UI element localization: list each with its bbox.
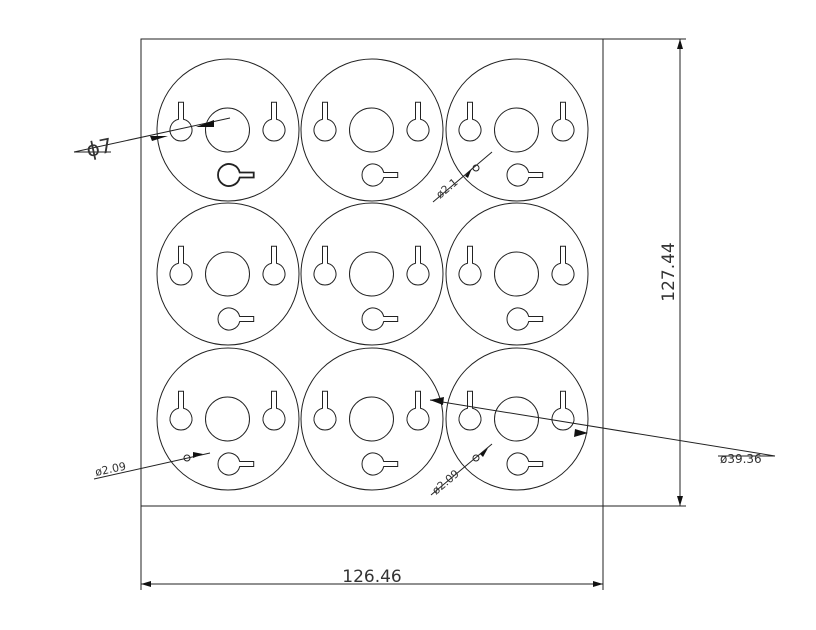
unit-r2-c2-key-bottom [361, 307, 399, 331]
small-hole-a-arrow [465, 168, 472, 178]
unit-r3-c2-keyhole-left [313, 390, 337, 431]
unit-r3-c1-outline [156, 347, 300, 491]
unit-r3-c2-key-bottom [361, 452, 399, 476]
unit-r3-c1-keyhole-left [169, 390, 193, 431]
small-hole-c [472, 454, 480, 462]
unit-r3-c2-outline [300, 347, 444, 491]
plate-outline [140, 38, 604, 507]
unit-r1-c3-center-hole [494, 107, 539, 153]
unit-r3-c3-keyhole-left [458, 390, 482, 431]
width-dimension: 126.46 [140, 506, 604, 590]
unit-r2-c1-keyhole-left [169, 245, 193, 286]
unit-r3-c2-center-hole [349, 396, 394, 442]
small-hole-c-arrow [480, 448, 488, 457]
unit-r1-c2-keyhole-right [406, 101, 430, 142]
large-circle-arrow-right [574, 429, 588, 437]
unit-r2-c3-center-hole [494, 251, 539, 297]
unit-r2-c1-keyhole-right [262, 245, 286, 286]
unit-r1-c1-center-hole [205, 107, 250, 153]
unit-r3-c3-center-hole [494, 396, 539, 442]
center-hole-arrow-2 [196, 120, 214, 127]
small-hole-callout-a: ø2.1 [432, 151, 493, 203]
large-circle-label: ø39.36 [720, 452, 762, 466]
small-hole-a [472, 164, 480, 172]
height-dimension: 127.44 [603, 38, 686, 507]
unit-r1-c2-center-hole [349, 107, 394, 153]
unit-r1-c2-key-bottom [361, 163, 399, 187]
unit-r3-c3-key-bottom [506, 452, 544, 476]
unit-r2-c3-outline [445, 202, 589, 346]
unit-r3-c1-keyhole-right [262, 390, 286, 431]
unit-r1-c1-key-bottom [217, 163, 255, 187]
unit-r2-c2-outline [300, 202, 444, 346]
small-hole-a-label: ø2.1 [434, 176, 461, 202]
unit-r2-c1-center-hole [205, 251, 250, 297]
large-circle-arrow-left [430, 397, 444, 405]
unit-r1-c2-keyhole-left [313, 101, 337, 142]
small-hole-c-label: ø2.09 [430, 467, 462, 497]
unit-r1-c1-keyhole-left [169, 101, 193, 142]
unit-r1-c3-keyhole-right [551, 101, 575, 142]
unit-r2-c2-keyhole-left [313, 245, 337, 286]
unit-r2-c1-key-bottom [217, 307, 255, 331]
small-hole-c-leader [430, 443, 493, 496]
unit-r3-c3-outline [445, 347, 589, 491]
unit-r3-c1-key-bottom [217, 452, 255, 476]
unit-r2-c3-keyhole-right [551, 245, 575, 286]
unit-r2-c3-key-bottom [506, 307, 544, 331]
center-hole-arrow-1 [150, 136, 168, 141]
unit-r2-c2-center-hole [349, 251, 394, 297]
unit-r1-c3-key-bottom [506, 163, 544, 187]
unit-r1-c3-outline [445, 58, 589, 202]
unit-r1-c3-keyhole-left [458, 101, 482, 142]
unit-r1-c2-outline [300, 58, 444, 202]
small-hole-b-arrow [193, 452, 203, 458]
small-hole-b-label: ø2.09 [94, 460, 127, 479]
width-label: 126.46 [342, 567, 401, 587]
large-circle-callout: ø39.36 [429, 397, 776, 466]
unit-r2-c2-keyhole-right [406, 245, 430, 286]
small-hole-b [183, 454, 191, 462]
center-hole-leader [73, 117, 231, 153]
led-units-grid [156, 58, 589, 491]
large-circle-leader [429, 399, 776, 457]
center-hole-label: ϕ7 [84, 133, 114, 162]
unit-r3-c3-keyhole-right [551, 390, 575, 431]
unit-r2-c3-keyhole-left [458, 245, 482, 286]
small-hole-callout-c: ø2.09 [430, 443, 493, 497]
unit-r1-c1-outline [156, 58, 300, 202]
unit-r3-c2-keyhole-right [406, 390, 430, 431]
unit-r3-c1-center-hole [205, 396, 250, 442]
center-hole-callout: ϕ7 [73, 117, 231, 162]
unit-r2-c1-outline [156, 202, 300, 346]
small-hole-a-leader [432, 151, 493, 203]
height-label: 127.44 [659, 242, 679, 301]
unit-r1-c1-keyhole-right [262, 101, 286, 142]
small-hole-b-leader [93, 452, 211, 480]
small-hole-callout-b: ø2.09 [93, 452, 211, 480]
